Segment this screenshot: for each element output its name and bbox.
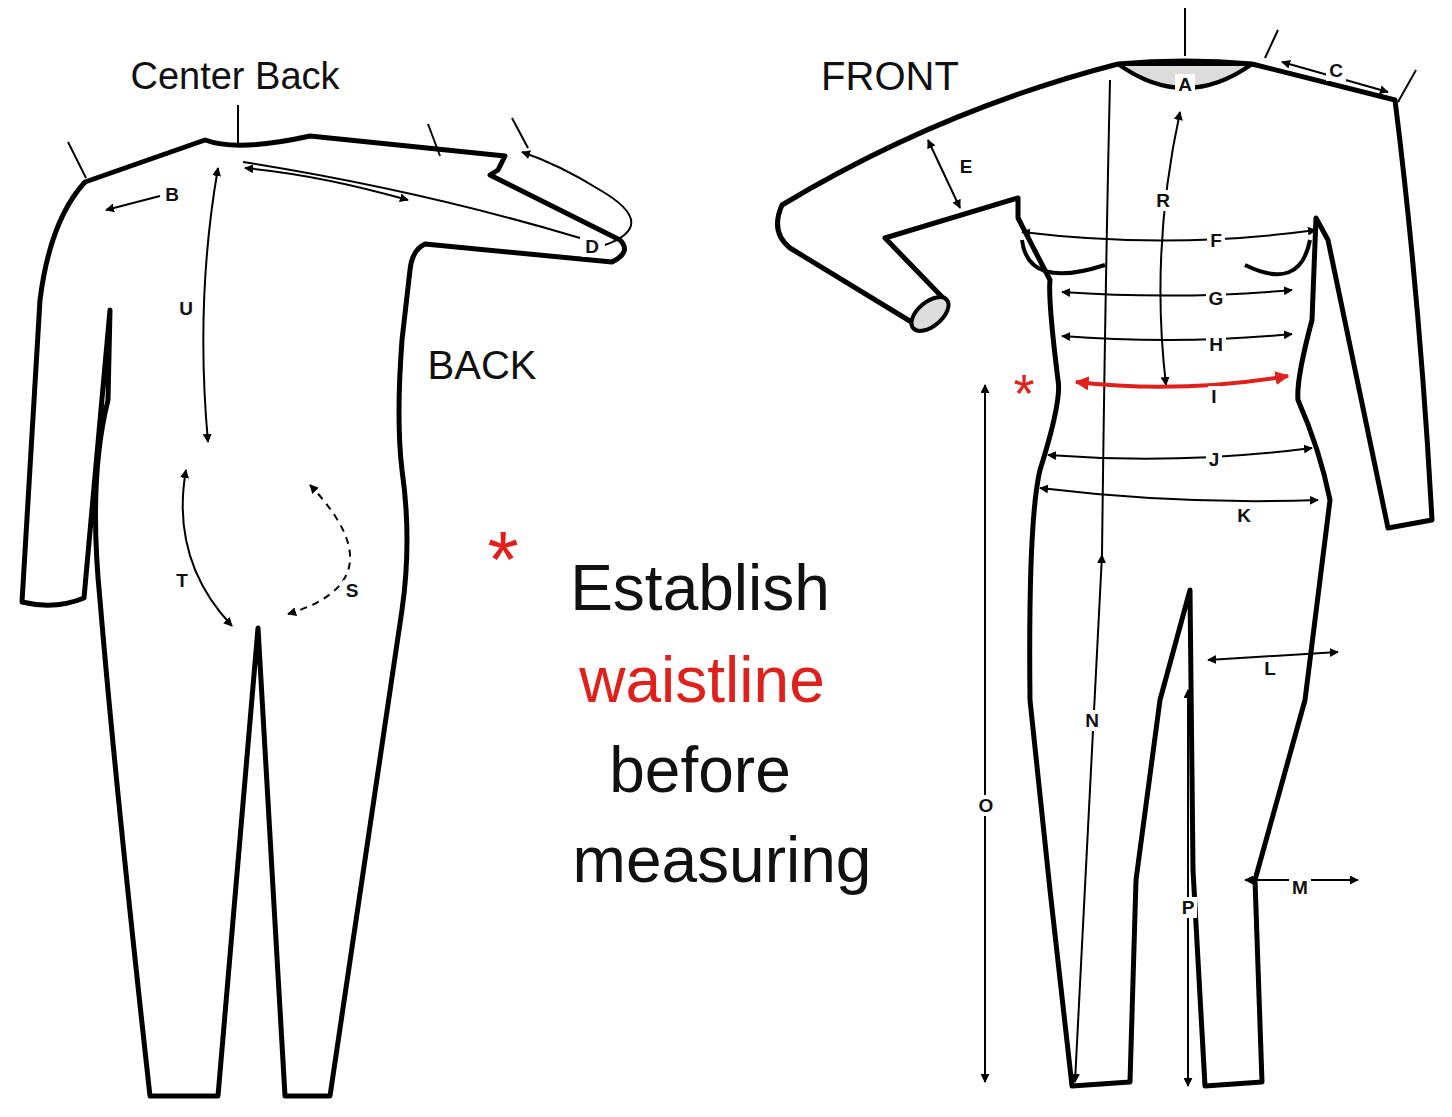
waist-arrow (1076, 376, 1288, 387)
measurement-letter: P (1179, 897, 1198, 918)
measurement-letter: G (1206, 288, 1227, 309)
measurement-letter: O (976, 795, 997, 816)
measurement-letter: D (582, 236, 602, 257)
asterisk-mark: * (1013, 366, 1034, 420)
view-heading: Center Back (130, 57, 339, 95)
back-outline (22, 136, 625, 1096)
measurement-letter: K (1234, 505, 1254, 526)
measurement-letter: S (343, 580, 362, 601)
measurement-letter: U (176, 298, 196, 319)
measurement-letter: B (162, 184, 182, 205)
note-text: before (609, 738, 790, 802)
back-measure-lines (68, 105, 631, 626)
note-text: Establish (570, 556, 830, 620)
measurement-letter: N (1082, 710, 1102, 731)
measurement-letter: M (1289, 877, 1311, 898)
view-heading: FRONT (821, 56, 959, 96)
measurement-letter: T (173, 570, 191, 591)
measurement-letter: C (1326, 60, 1346, 81)
measurement-letter: I (1208, 386, 1219, 407)
measurement-letter: A (1175, 74, 1195, 95)
note-text: measuring (573, 828, 872, 892)
measurement-letter: E (957, 156, 976, 177)
asterisk-mark: * (487, 520, 518, 600)
measurement-letter: L (1261, 658, 1279, 679)
front-measure-lines (928, 8, 1416, 1086)
measurement-letter: R (1153, 190, 1173, 211)
measurement-letter: J (1206, 449, 1223, 470)
measurement-letter: H (1206, 334, 1226, 355)
measurement-letter: F (1207, 230, 1225, 251)
front-outline (778, 61, 1433, 1086)
note-text: waistline (579, 648, 824, 712)
view-heading: BACK (428, 345, 537, 385)
